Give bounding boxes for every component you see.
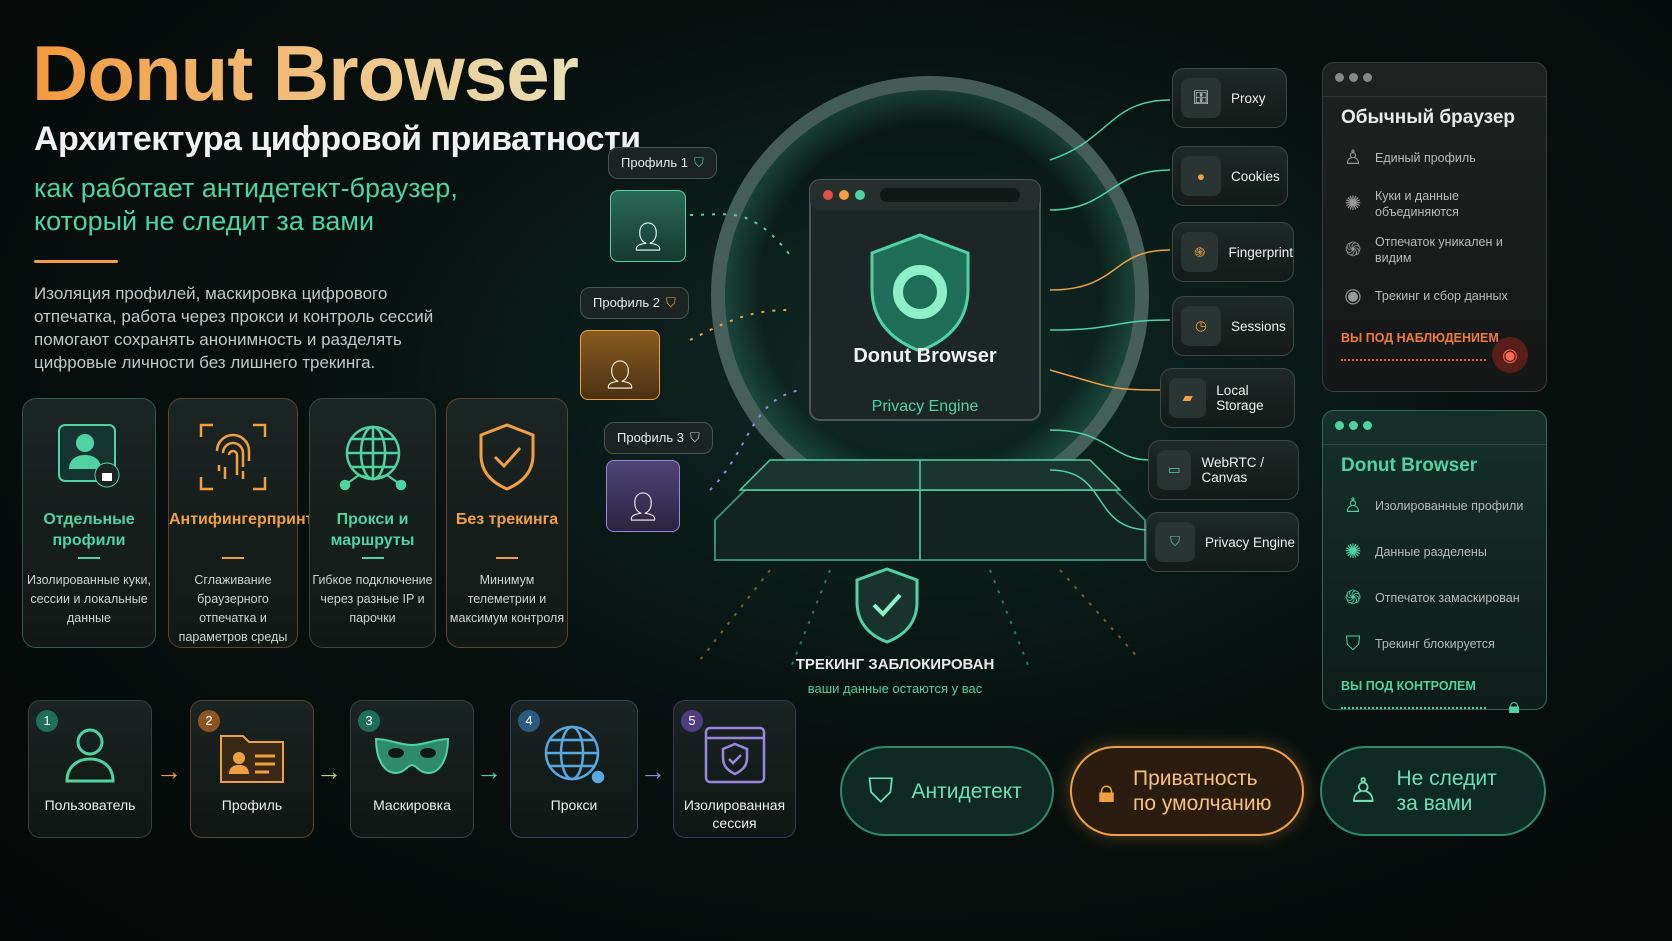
fingerprint-icon <box>169 417 297 497</box>
mask-icon <box>351 701 473 796</box>
user-shield-icon: ♙ <box>1348 771 1379 810</box>
profile-3-label[interactable]: Профиль 3⛉ <box>604 422 713 454</box>
user-icon: 👤︎ <box>630 221 666 252</box>
engine-sub: Privacy Engine <box>871 398 979 415</box>
donut-browser-panel: Donut Browser ♙Изолированные профили ✺Да… <box>1322 410 1547 718</box>
clock-icon: ◷ <box>1181 306 1221 346</box>
privacy-default-button[interactable]: 🔒︎Приватность по умолчанию <box>1070 746 1304 836</box>
engine-diagram <box>689 76 1170 671</box>
user-icon: 👤︎ <box>625 491 661 522</box>
profile-1-label[interactable]: Профиль 1⛉ <box>608 147 717 179</box>
cookie-icon: ✺ <box>1344 193 1362 215</box>
arrow-right-icon: → <box>476 756 502 786</box>
feature-card-proxy: Прокси и маршруты Гибкое подключение чер… <box>309 398 436 648</box>
shield-icon: ⛉ <box>1345 633 1361 655</box>
feature-text: Минимум телеметрии и максимум контроля <box>449 573 565 625</box>
panel-title: Donut Browser <box>1341 455 1478 476</box>
fingerprint-icon: ֍ <box>1181 232 1219 272</box>
module-sessions[interactable]: ◷Sessions <box>1172 296 1294 356</box>
divider <box>34 260 118 263</box>
arrow-right-icon: → <box>316 756 342 786</box>
ordinary-browser-panel: Обычный браузер ♙Единый профиль ✺Куки и … <box>1322 62 1547 392</box>
feature-text: Сглаживание браузерного отпечатка и пара… <box>178 573 288 644</box>
engine-name: Donut Browser <box>853 345 997 367</box>
profile-1-box[interactable]: 👤︎ <box>610 190 686 262</box>
user-lock-icon <box>23 417 155 497</box>
flow-step-profile: 2 Профиль <box>190 700 314 838</box>
shield-icon: ⛉ <box>689 430 700 445</box>
feature-card-profiles: Отдельные профили Изолированные куки, се… <box>22 398 156 648</box>
cookie-icon: ● <box>1181 156 1221 196</box>
fingerprint-icon: ֍ <box>1344 587 1362 609</box>
no-tracking-button[interactable]: ♙Не следит за вами <box>1320 746 1546 836</box>
profile-2-label[interactable]: Профиль 2⛉ <box>580 287 689 319</box>
fingerprint-icon: ֍ <box>1344 239 1362 261</box>
profile-folder-icon <box>191 701 313 796</box>
feature-text: Гибкое подключение через разные IP и пар… <box>312 573 433 625</box>
user-icon: 👤︎ <box>602 359 638 390</box>
panel-footer: ВЫ ПОД КОНТРОЛЕМ <box>1341 679 1476 693</box>
shield-icon: ⛉ <box>693 155 704 170</box>
module-local-storage[interactable]: ▰Local Storage <box>1160 368 1295 428</box>
user-icon: ♙ <box>1344 495 1362 517</box>
feature-card-antifingerprint: Антифингерпринт Сглаживание браузерного … <box>168 398 314 648</box>
feature-title: Прокси и маршруты <box>330 511 415 549</box>
module-privacy-engine[interactable]: ⛉Privacy Engine <box>1146 512 1299 572</box>
page-title: Donut Browser <box>32 29 579 117</box>
arrow-right-icon: → <box>640 756 666 786</box>
lock-icon: 🔒︎ <box>1508 693 1520 718</box>
shield-check-icon: ⛉ <box>868 771 894 810</box>
module-webrtc-canvas[interactable]: ▭WebRTC / Canvas <box>1148 440 1299 500</box>
flow-step-session: 5 Изолированная сессия <box>673 700 796 838</box>
module-fingerprint[interactable]: ֍Fingerprint <box>1172 222 1294 282</box>
flow-step-user: 1 Пользователь <box>28 700 152 838</box>
server-icon: 🗄︎ <box>1181 78 1221 118</box>
arrow-right-icon: → <box>156 756 182 786</box>
feature-text: Изолированные куки, сессии и локальные д… <box>27 573 151 625</box>
tagline: как работает антидетект-браузер, который… <box>34 173 458 236</box>
flow-step-mask: 3 Маскировка <box>350 700 474 838</box>
panel-title: Обычный браузер <box>1341 107 1516 128</box>
profile-2-box[interactable]: 👤︎ <box>580 330 660 400</box>
shield-gear-icon: ⛉ <box>1155 522 1195 562</box>
module-cookies[interactable]: ●Cookies <box>1172 146 1288 206</box>
module-proxy[interactable]: 🗄︎Proxy <box>1172 68 1287 128</box>
shield-window-icon <box>674 701 795 796</box>
platform <box>714 489 1146 561</box>
description: Изоляция профилей, маскировка цифрового … <box>34 284 434 372</box>
donut-logo <box>893 265 947 319</box>
flow-step-proxy: 4 Прокси <box>510 700 638 838</box>
shield-icon <box>870 233 970 353</box>
profile-3-box[interactable]: 👤︎ <box>606 460 680 532</box>
monitor-icon: ▭ <box>1157 450 1192 490</box>
eye-icon: ◉ <box>1492 337 1528 373</box>
shield-check-icon <box>447 417 567 497</box>
feature-title: Отдельные профили <box>43 511 135 549</box>
antidetect-button[interactable]: ⛉Антидетект <box>840 746 1054 836</box>
shield-check-icon <box>855 567 919 644</box>
lock-icon: 🔒︎ <box>1098 772 1116 809</box>
tracking-title: ТРЕКИНГ ЗАБЛОКИРОВАН <box>795 656 995 673</box>
user-icon: ♙ <box>1344 147 1362 169</box>
eye-icon: ◉ <box>1344 285 1362 307</box>
user-icon <box>29 701 151 796</box>
feature-card-no-tracking: Без трекинга Минимум телеметрии и максим… <box>446 398 568 648</box>
shield-icon: ⛉ <box>665 295 676 310</box>
folder-icon: ▰ <box>1169 378 1207 418</box>
globe-network-icon <box>310 417 435 497</box>
feature-title: Антифингерпринт <box>169 511 314 528</box>
globe-icon <box>511 701 637 796</box>
tracking-sub: ваши данные остаются у вас <box>807 681 983 696</box>
panel-footer: ВЫ ПОД НАБЛЮДЕНИЕМ <box>1341 331 1499 345</box>
feature-title: Без трекинга <box>455 511 559 528</box>
cookie-icon: ✺ <box>1344 541 1362 563</box>
page-subtitle: Архитектура цифровой приватности <box>34 120 641 158</box>
